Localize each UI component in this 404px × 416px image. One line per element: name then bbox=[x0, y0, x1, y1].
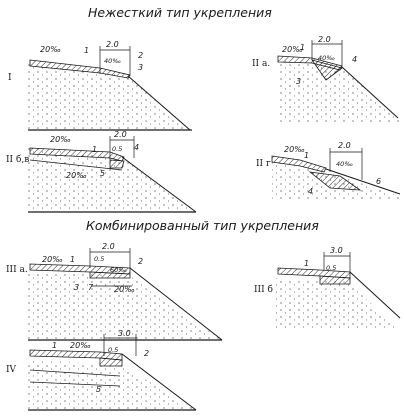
thickness-label: 0.5 bbox=[94, 255, 104, 263]
width-label: 2.0 bbox=[114, 130, 127, 139]
callout-5: 5 bbox=[100, 169, 105, 178]
slope-line bbox=[325, 168, 401, 195]
embankment-fill bbox=[278, 60, 400, 122]
sublayer-line-2 bbox=[29, 381, 121, 387]
panel-I: 20‰ 2.0 40‰ 1 2 3 I bbox=[8, 40, 192, 131]
roman-label: IV bbox=[6, 365, 17, 375]
shoulder-wedge bbox=[308, 171, 362, 191]
callout-1: 1 bbox=[52, 341, 57, 350]
callout-1: 1 bbox=[92, 145, 97, 154]
slope2-label: 40‰ bbox=[318, 54, 335, 62]
sublayer-line bbox=[29, 369, 121, 377]
slope-label: 20‰ bbox=[40, 45, 61, 54]
callout-7: 7 bbox=[88, 283, 94, 292]
panel-IIg: 20‰ 2.0 40‰ 1 4 6 II г bbox=[256, 141, 401, 200]
callout-4: 4 bbox=[352, 55, 357, 64]
slope-label: 20‰ bbox=[42, 255, 63, 264]
slope-label: 20‰ bbox=[284, 145, 305, 154]
callout-1: 1 bbox=[300, 43, 305, 52]
embankment-fill bbox=[28, 272, 222, 340]
panel-IIa: 20‰ 2.0 40‰ 1 3 4 II а. bbox=[252, 35, 400, 122]
roman-label: II г bbox=[256, 159, 271, 169]
callout-2: 2 bbox=[138, 51, 143, 60]
callout-1: 1 bbox=[304, 259, 309, 268]
slope2-label: 40‰ bbox=[336, 160, 353, 168]
slope-label: 20‰ bbox=[70, 341, 91, 350]
roman-label: I bbox=[8, 73, 12, 83]
shoulder-block bbox=[319, 275, 351, 285]
callout-1: 1 bbox=[304, 151, 309, 160]
title-nonrigid: Нежесткий тип укрепления bbox=[88, 5, 272, 20]
callout-5: 5 bbox=[96, 385, 101, 394]
callout-4: 4 bbox=[134, 143, 139, 152]
embankment-fill bbox=[28, 64, 190, 130]
slope3-label: 20‰ bbox=[114, 285, 135, 294]
panel-IIbv: 20‰ 2.0 0.5 20‰ 1 4 5 II б,в bbox=[6, 130, 197, 213]
thickness-label: 0.5 bbox=[112, 145, 122, 153]
thickness-label: 0.5 bbox=[326, 264, 336, 272]
callout-1: 1 bbox=[84, 46, 89, 55]
width-label: 2.0 bbox=[106, 40, 119, 49]
roman-label: III б bbox=[254, 284, 273, 295]
pavement-layer bbox=[271, 155, 327, 173]
slope2-label: 60‰ bbox=[110, 266, 127, 274]
width-label: 3.0 bbox=[330, 246, 343, 255]
embankment-fill bbox=[276, 278, 400, 330]
slope-line bbox=[341, 66, 399, 119]
roman-label: II б,в bbox=[6, 154, 29, 165]
sublayer-line bbox=[29, 159, 123, 171]
callout-4: 4 bbox=[308, 187, 313, 196]
slope3-label: 20‰ bbox=[66, 171, 87, 180]
panel-IV: 3.0 0.5 20‰ 1 2 5 IV bbox=[6, 329, 197, 411]
slope-line bbox=[127, 75, 191, 131]
width-label: 2.0 bbox=[102, 242, 115, 251]
slope-label: 20‰ bbox=[282, 45, 303, 54]
callout-3: 3 bbox=[296, 77, 301, 86]
shoulder-wedge bbox=[311, 59, 343, 81]
width-label: 2.0 bbox=[338, 141, 351, 150]
slope-line bbox=[121, 353, 197, 411]
thickness-label: 0.5 bbox=[108, 346, 118, 354]
shoulder-block bbox=[109, 159, 125, 169]
callout-1: 1 bbox=[70, 255, 75, 264]
panel-IIIa: 2.0 0.5 20‰ 60‰ 20‰ 1 2 3 7 III а. bbox=[6, 242, 223, 341]
callout-3: 3 bbox=[138, 63, 143, 72]
shoulder-block bbox=[99, 357, 123, 367]
slope-line bbox=[121, 156, 197, 213]
pavement-layer bbox=[277, 267, 351, 279]
callout-2: 2 bbox=[138, 257, 143, 266]
shoulder-block bbox=[89, 271, 131, 279]
callout-3: 3 bbox=[74, 283, 79, 292]
callout-6: 6 bbox=[376, 177, 381, 186]
panel-IIIb: 3.0 0.5 1 III б bbox=[254, 246, 401, 330]
roman-label: III а. bbox=[6, 265, 28, 275]
callout-2: 2 bbox=[144, 349, 149, 358]
title-combined: Комбинированный тип укрепления bbox=[86, 218, 319, 233]
width-label: 3.0 bbox=[118, 329, 131, 338]
width-label: 2.0 bbox=[318, 35, 331, 44]
slope-line bbox=[349, 271, 401, 319]
slope2-label: 40‰ bbox=[104, 57, 121, 65]
roman-label: II а. bbox=[252, 59, 270, 69]
embankment-fill bbox=[28, 360, 196, 410]
slope-label: 20‰ bbox=[50, 135, 71, 144]
slope-line bbox=[129, 267, 223, 341]
